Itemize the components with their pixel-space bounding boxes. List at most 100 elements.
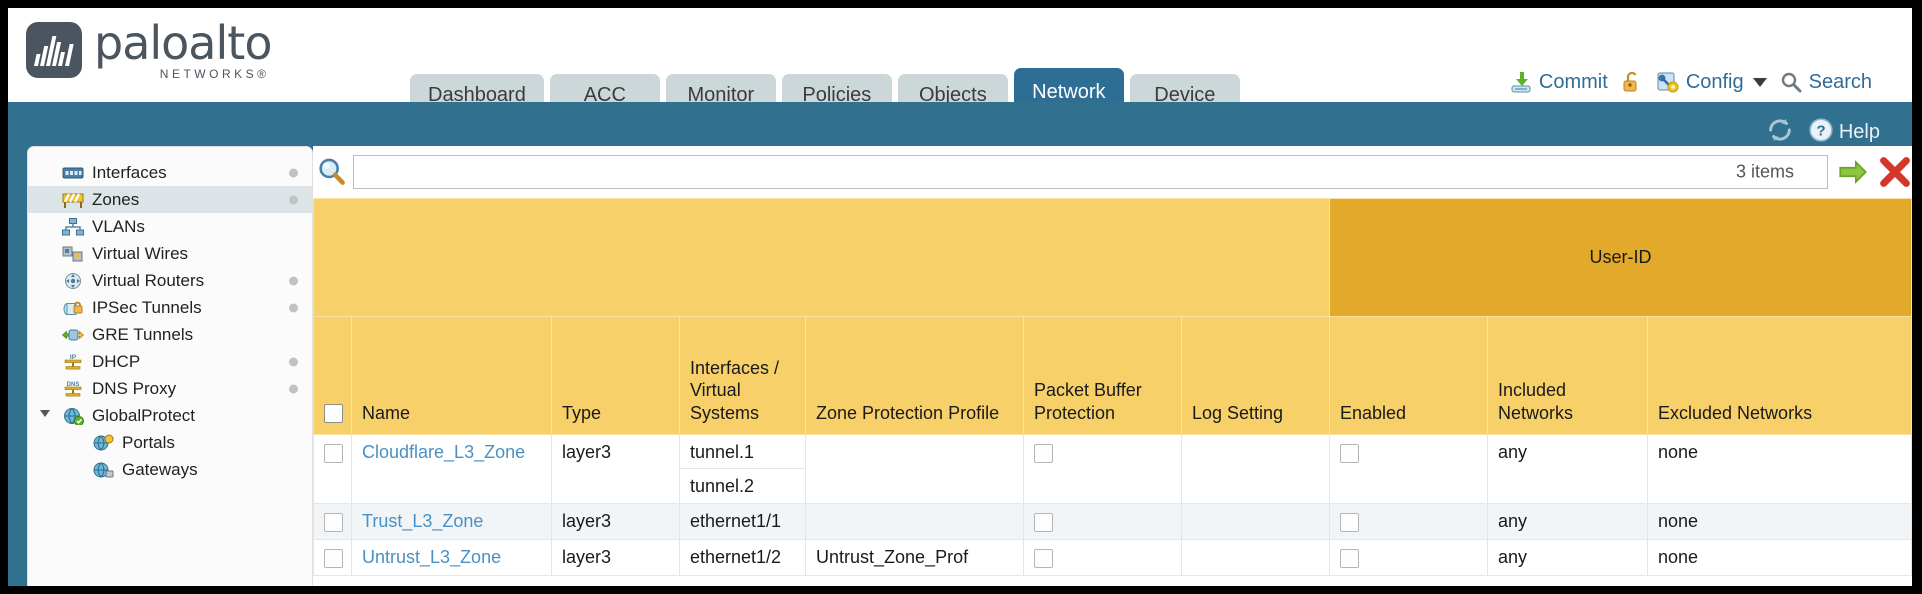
sidebar-item-label: GRE Tunnels <box>92 324 194 344</box>
zones-icon <box>62 191 84 209</box>
packet-buffer-checkbox[interactable] <box>1034 443 1053 463</box>
apply-arrow-icon[interactable] <box>1836 155 1870 189</box>
sidebar-item-virtual-wires[interactable]: Virtual Wires <box>28 240 312 267</box>
search-button[interactable]: Search <box>1779 70 1872 94</box>
sidebar-item-status-dot <box>289 357 298 366</box>
help-button[interactable]: ? Help <box>1808 117 1880 149</box>
cell-type: layer3 <box>551 539 680 576</box>
select-all-checkbox[interactable] <box>324 404 343 424</box>
tab-label: Device <box>1154 83 1216 106</box>
config-label: Config <box>1685 70 1744 93</box>
cell-zone-protection <box>805 434 1024 504</box>
sidebar-item-zones[interactable]: Zones <box>28 186 312 213</box>
column-header-included: Included Networks <box>1487 316 1648 435</box>
enabled-checkbox[interactable] <box>1340 548 1359 568</box>
cell-type: layer3 <box>551 503 680 540</box>
cell-included-networks: any <box>1487 434 1648 504</box>
cell-packet-buffer-protection[interactable] <box>1023 539 1182 576</box>
lock-button[interactable] <box>1620 70 1644 94</box>
select-all-header[interactable] <box>313 316 352 435</box>
tab-label: Monitor <box>687 83 755 106</box>
zone-name-link[interactable]: Untrust_L3_Zone <box>362 547 502 567</box>
sidebar-item-ipsec-tunnels[interactable]: IPSec Tunnels <box>28 294 312 321</box>
config-wrench-icon <box>1656 70 1680 94</box>
search-label: Search <box>1808 70 1872 93</box>
cell-enabled[interactable] <box>1329 539 1488 576</box>
commit-label: Commit <box>1538 70 1608 93</box>
paloalto-logo-icon <box>26 22 82 78</box>
group-header-spacer <box>313 198 1330 317</box>
zone-name-link[interactable]: Trust_L3_Zone <box>362 511 484 531</box>
sidebar-item-gre-tunnels[interactable]: GRE Tunnels <box>28 321 312 348</box>
search-magnifier-icon[interactable] <box>315 155 349 189</box>
vlans-icon <box>62 217 84 236</box>
sidebar-item-label: GlobalProtect <box>92 405 195 425</box>
sidebar-item-status-dot <box>289 168 298 177</box>
sidebar-item-label: Virtual Wires <box>92 243 189 263</box>
column-header-zone-protection: Zone Protection Profile <box>805 316 1024 435</box>
cell-enabled[interactable] <box>1329 434 1488 504</box>
row-select-checkbox[interactable] <box>324 443 343 463</box>
search-input[interactable] <box>353 155 1828 189</box>
enabled-checkbox[interactable] <box>1340 512 1359 532</box>
sidebar-item-portals[interactable]: Portals <box>28 429 312 456</box>
commit-button[interactable]: Commit <box>1509 70 1608 94</box>
sidebar-item-label: Portals <box>122 432 175 452</box>
sidebar-item-interfaces[interactable]: Interfaces <box>28 159 312 186</box>
portals-icon <box>92 434 114 452</box>
interface-entry: tunnel.1 <box>680 435 805 469</box>
window-frame-left <box>0 0 8 594</box>
cell-packet-buffer-protection[interactable] <box>1023 503 1182 540</box>
cell-excluded-networks: none <box>1647 434 1912 504</box>
clear-x-icon[interactable] <box>1878 155 1912 189</box>
config-menu[interactable]: Config <box>1656 70 1767 94</box>
sidebar-item-label: IPSec Tunnels <box>92 297 202 317</box>
row-select-checkbox[interactable] <box>324 548 343 568</box>
row-select-cell[interactable] <box>313 539 352 576</box>
cell-excluded-networks: none <box>1647 539 1912 576</box>
group-header-user-id: User-ID <box>1329 198 1912 317</box>
window-frame-top <box>0 0 1922 8</box>
sidebar-item-status-dot <box>289 303 298 312</box>
cell-packet-buffer-protection[interactable] <box>1023 434 1182 504</box>
cell-enabled[interactable] <box>1329 503 1488 540</box>
sidebar-item-gateways[interactable]: Gateways <box>28 456 312 483</box>
expander-triangle-icon[interactable] <box>40 409 50 422</box>
cell-interfaces: ethernet1/2 <box>679 539 806 576</box>
row-select-cell[interactable] <box>313 434 352 504</box>
packet-buffer-checkbox[interactable] <box>1034 548 1053 568</box>
packet-buffer-checkbox[interactable] <box>1034 512 1053 532</box>
zone-name-link[interactable]: Cloudflare_L3_Zone <box>362 442 526 462</box>
window-frame-bottom <box>0 586 1922 594</box>
row-select-cell[interactable] <box>313 503 352 540</box>
tab-label: ACC <box>583 83 626 106</box>
refresh-icon[interactable] <box>1766 116 1794 149</box>
sidebar-item-globalprotect[interactable]: GlobalProtect <box>28 402 312 429</box>
svg-text:DNS: DNS <box>67 382 80 388</box>
sidebar-item-virtual-routers[interactable]: Virtual Routers <box>28 267 312 294</box>
tab-label: Objects <box>918 83 987 106</box>
interface-entry: ethernet1/1 <box>690 511 782 531</box>
tab-label: Policies <box>802 83 872 106</box>
sidebar-item-label: DHCP <box>92 351 141 371</box>
sidebar-item-label: Gateways <box>122 459 198 479</box>
sidebar-item-vlans[interactable]: VLANs <box>28 213 312 240</box>
sidebar-item-label: VLANs <box>92 216 145 236</box>
column-header-name: Name <box>351 316 552 435</box>
row-select-checkbox[interactable] <box>324 512 343 532</box>
cell-name: Cloudflare_L3_Zone <box>351 434 552 504</box>
enabled-checkbox[interactable] <box>1340 443 1359 463</box>
brand-logo: paloalto NETWORKS® <box>26 20 272 80</box>
